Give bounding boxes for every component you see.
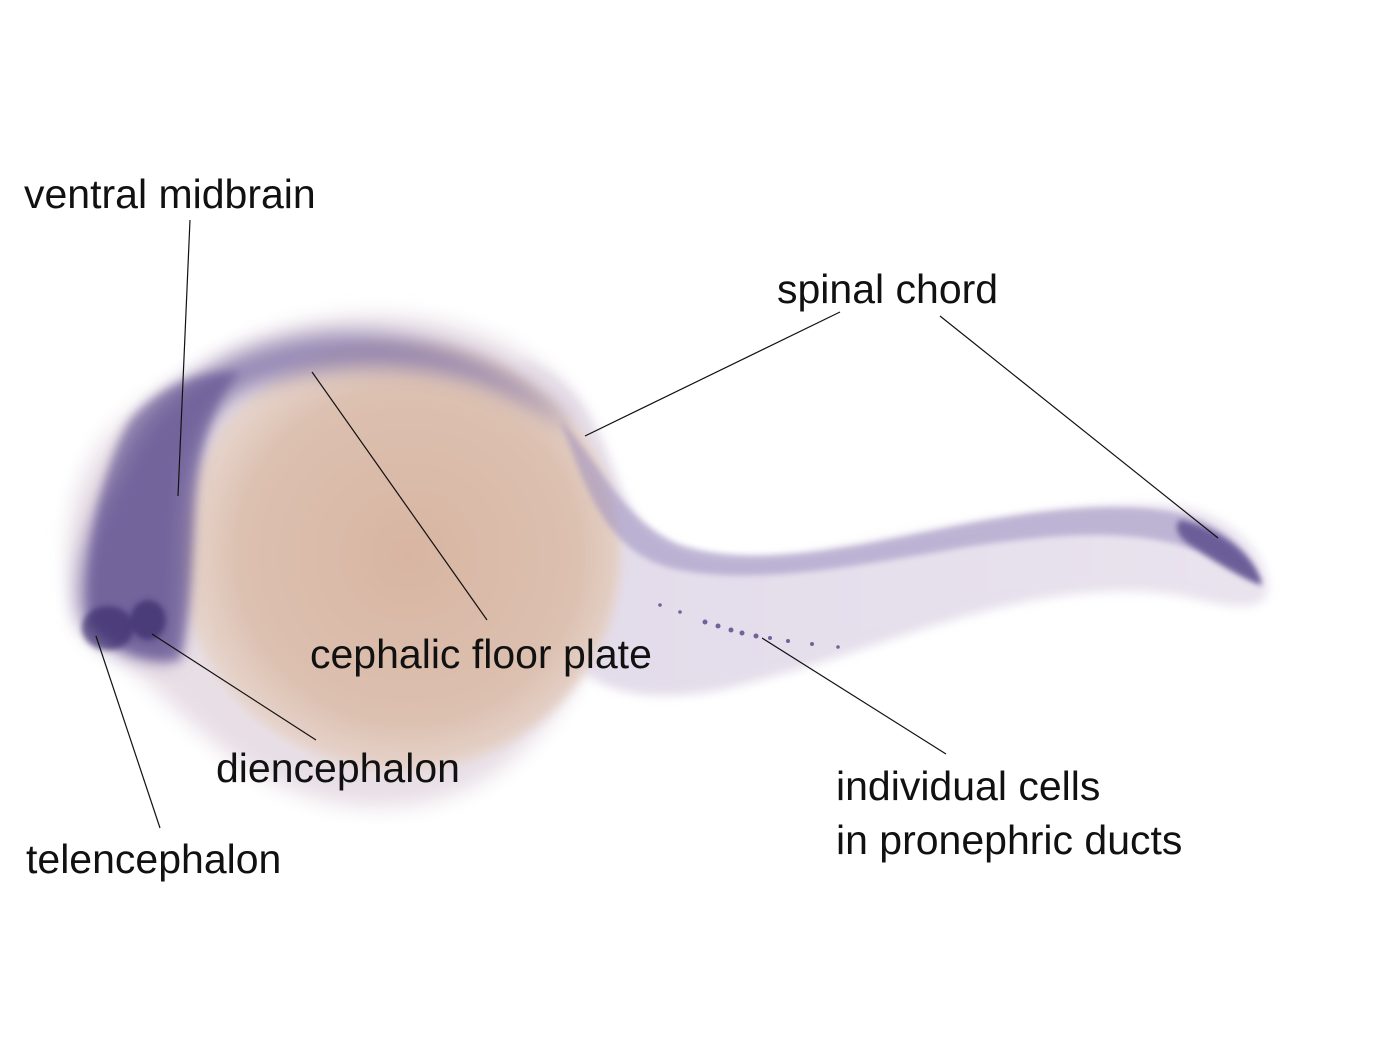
spinal-cord-stain <box>560 420 1262 585</box>
diencephalon-stain <box>130 600 166 640</box>
cephalic-floor-plate-label: cephalic floor plate <box>310 631 652 677</box>
ventral-midbrain-leader <box>177 219 191 497</box>
pronephric-cells-label-line2: in pronephric ducts <box>836 817 1183 863</box>
spinal-chord-label: spinal chord <box>777 266 999 312</box>
diencephalon-leader <box>151 633 317 741</box>
telencephalon-stain <box>82 606 134 650</box>
pronephric-cells <box>658 603 840 649</box>
diencephalon-label: diencephalon <box>216 745 460 791</box>
spinal-chord-leader-b <box>939 315 1219 539</box>
ventral-midbrain-label: ventral midbrain <box>24 171 316 217</box>
spinal-chord-leader-a <box>584 311 841 437</box>
telencephalon-leader <box>95 635 161 829</box>
tail-tip-stain <box>1176 520 1262 585</box>
telencephalon-label: telencephalon <box>26 836 282 882</box>
embryo-tail <box>520 360 1269 696</box>
yolk <box>180 340 620 770</box>
cephalic-floor-plate-leader <box>311 371 488 621</box>
pronephric-cells-label-line1: individual cells <box>836 763 1101 809</box>
pronephric-leader <box>761 637 947 755</box>
midbrain-stain <box>87 371 240 661</box>
embryo-body <box>68 315 1269 808</box>
leader-lines <box>95 219 1219 829</box>
